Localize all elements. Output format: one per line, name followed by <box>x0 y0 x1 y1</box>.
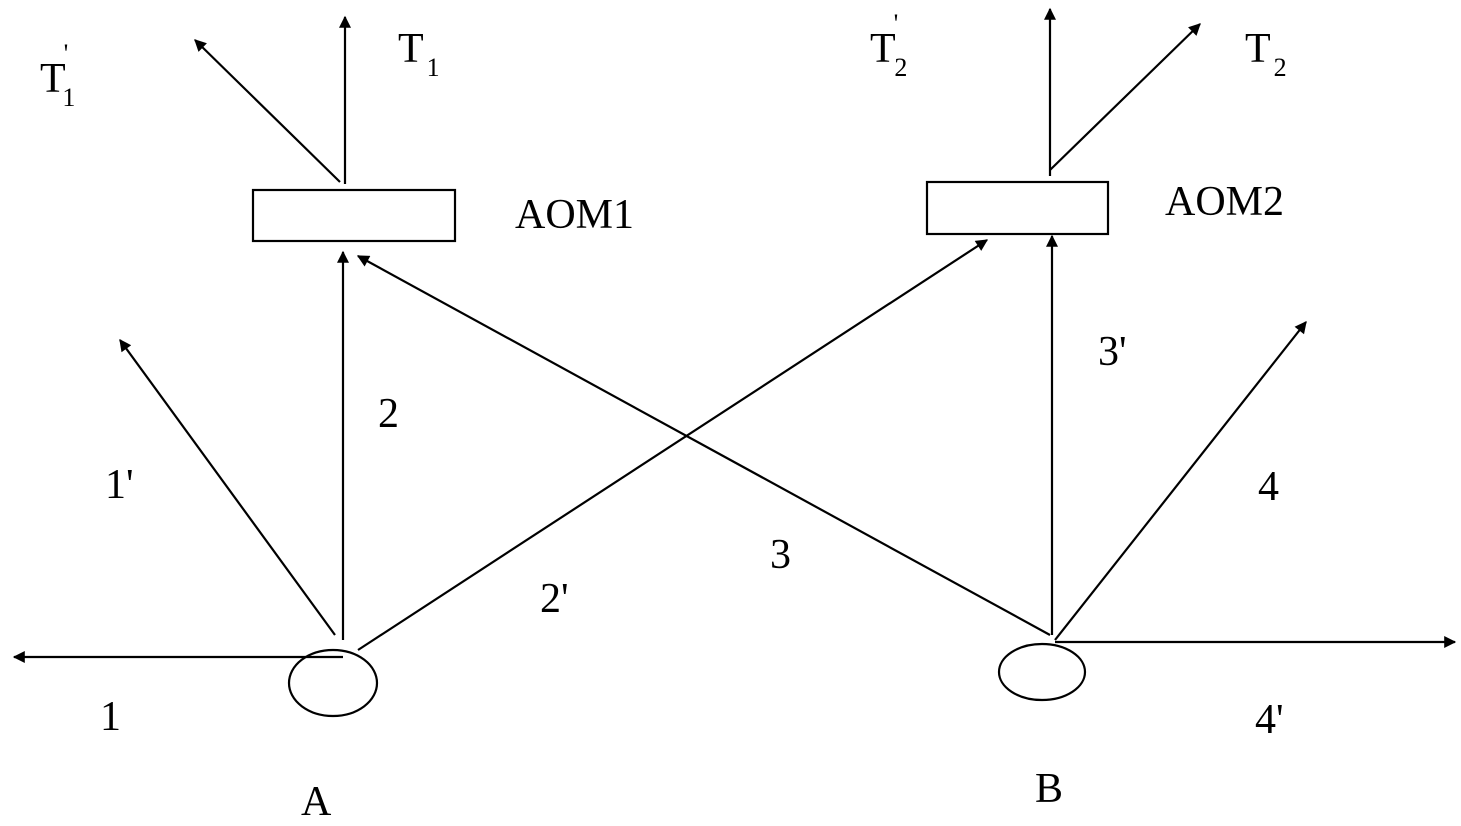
t2-arrow <box>1049 23 1201 171</box>
t1-prime-arrow <box>194 39 341 183</box>
source-b <box>997 642 1087 702</box>
beam-4-arrow <box>1054 321 1307 641</box>
beam-4-prime-label: 4' <box>1255 697 1284 743</box>
beam-3-prime-label: 3' <box>1098 329 1127 375</box>
beam-3-arrow <box>356 255 1051 636</box>
beam-2-prime-arrow <box>357 239 989 651</box>
aom1-label: AOM1 <box>515 192 634 238</box>
aom2-box <box>925 180 1110 236</box>
node-a-label: A <box>301 779 332 825</box>
beam-1-prime-arrow <box>119 339 336 636</box>
beam-2-prime-label: 2' <box>540 576 569 622</box>
aom1-box <box>251 188 457 243</box>
beam-1-prime-label: 1' <box>105 462 134 508</box>
aom2-label: AOM2 <box>1165 179 1284 225</box>
node-b-label: B <box>1035 766 1063 812</box>
beam-4-label: 4 <box>1258 464 1279 510</box>
beam-3-label: 3 <box>770 532 791 578</box>
source-a <box>287 648 379 718</box>
t1-prime-label: T'1 <box>40 39 75 112</box>
beam-1-label: 1 <box>100 694 121 740</box>
t2-prime-label: T'2 <box>870 9 907 82</box>
beam-2-label: 2 <box>378 391 399 437</box>
